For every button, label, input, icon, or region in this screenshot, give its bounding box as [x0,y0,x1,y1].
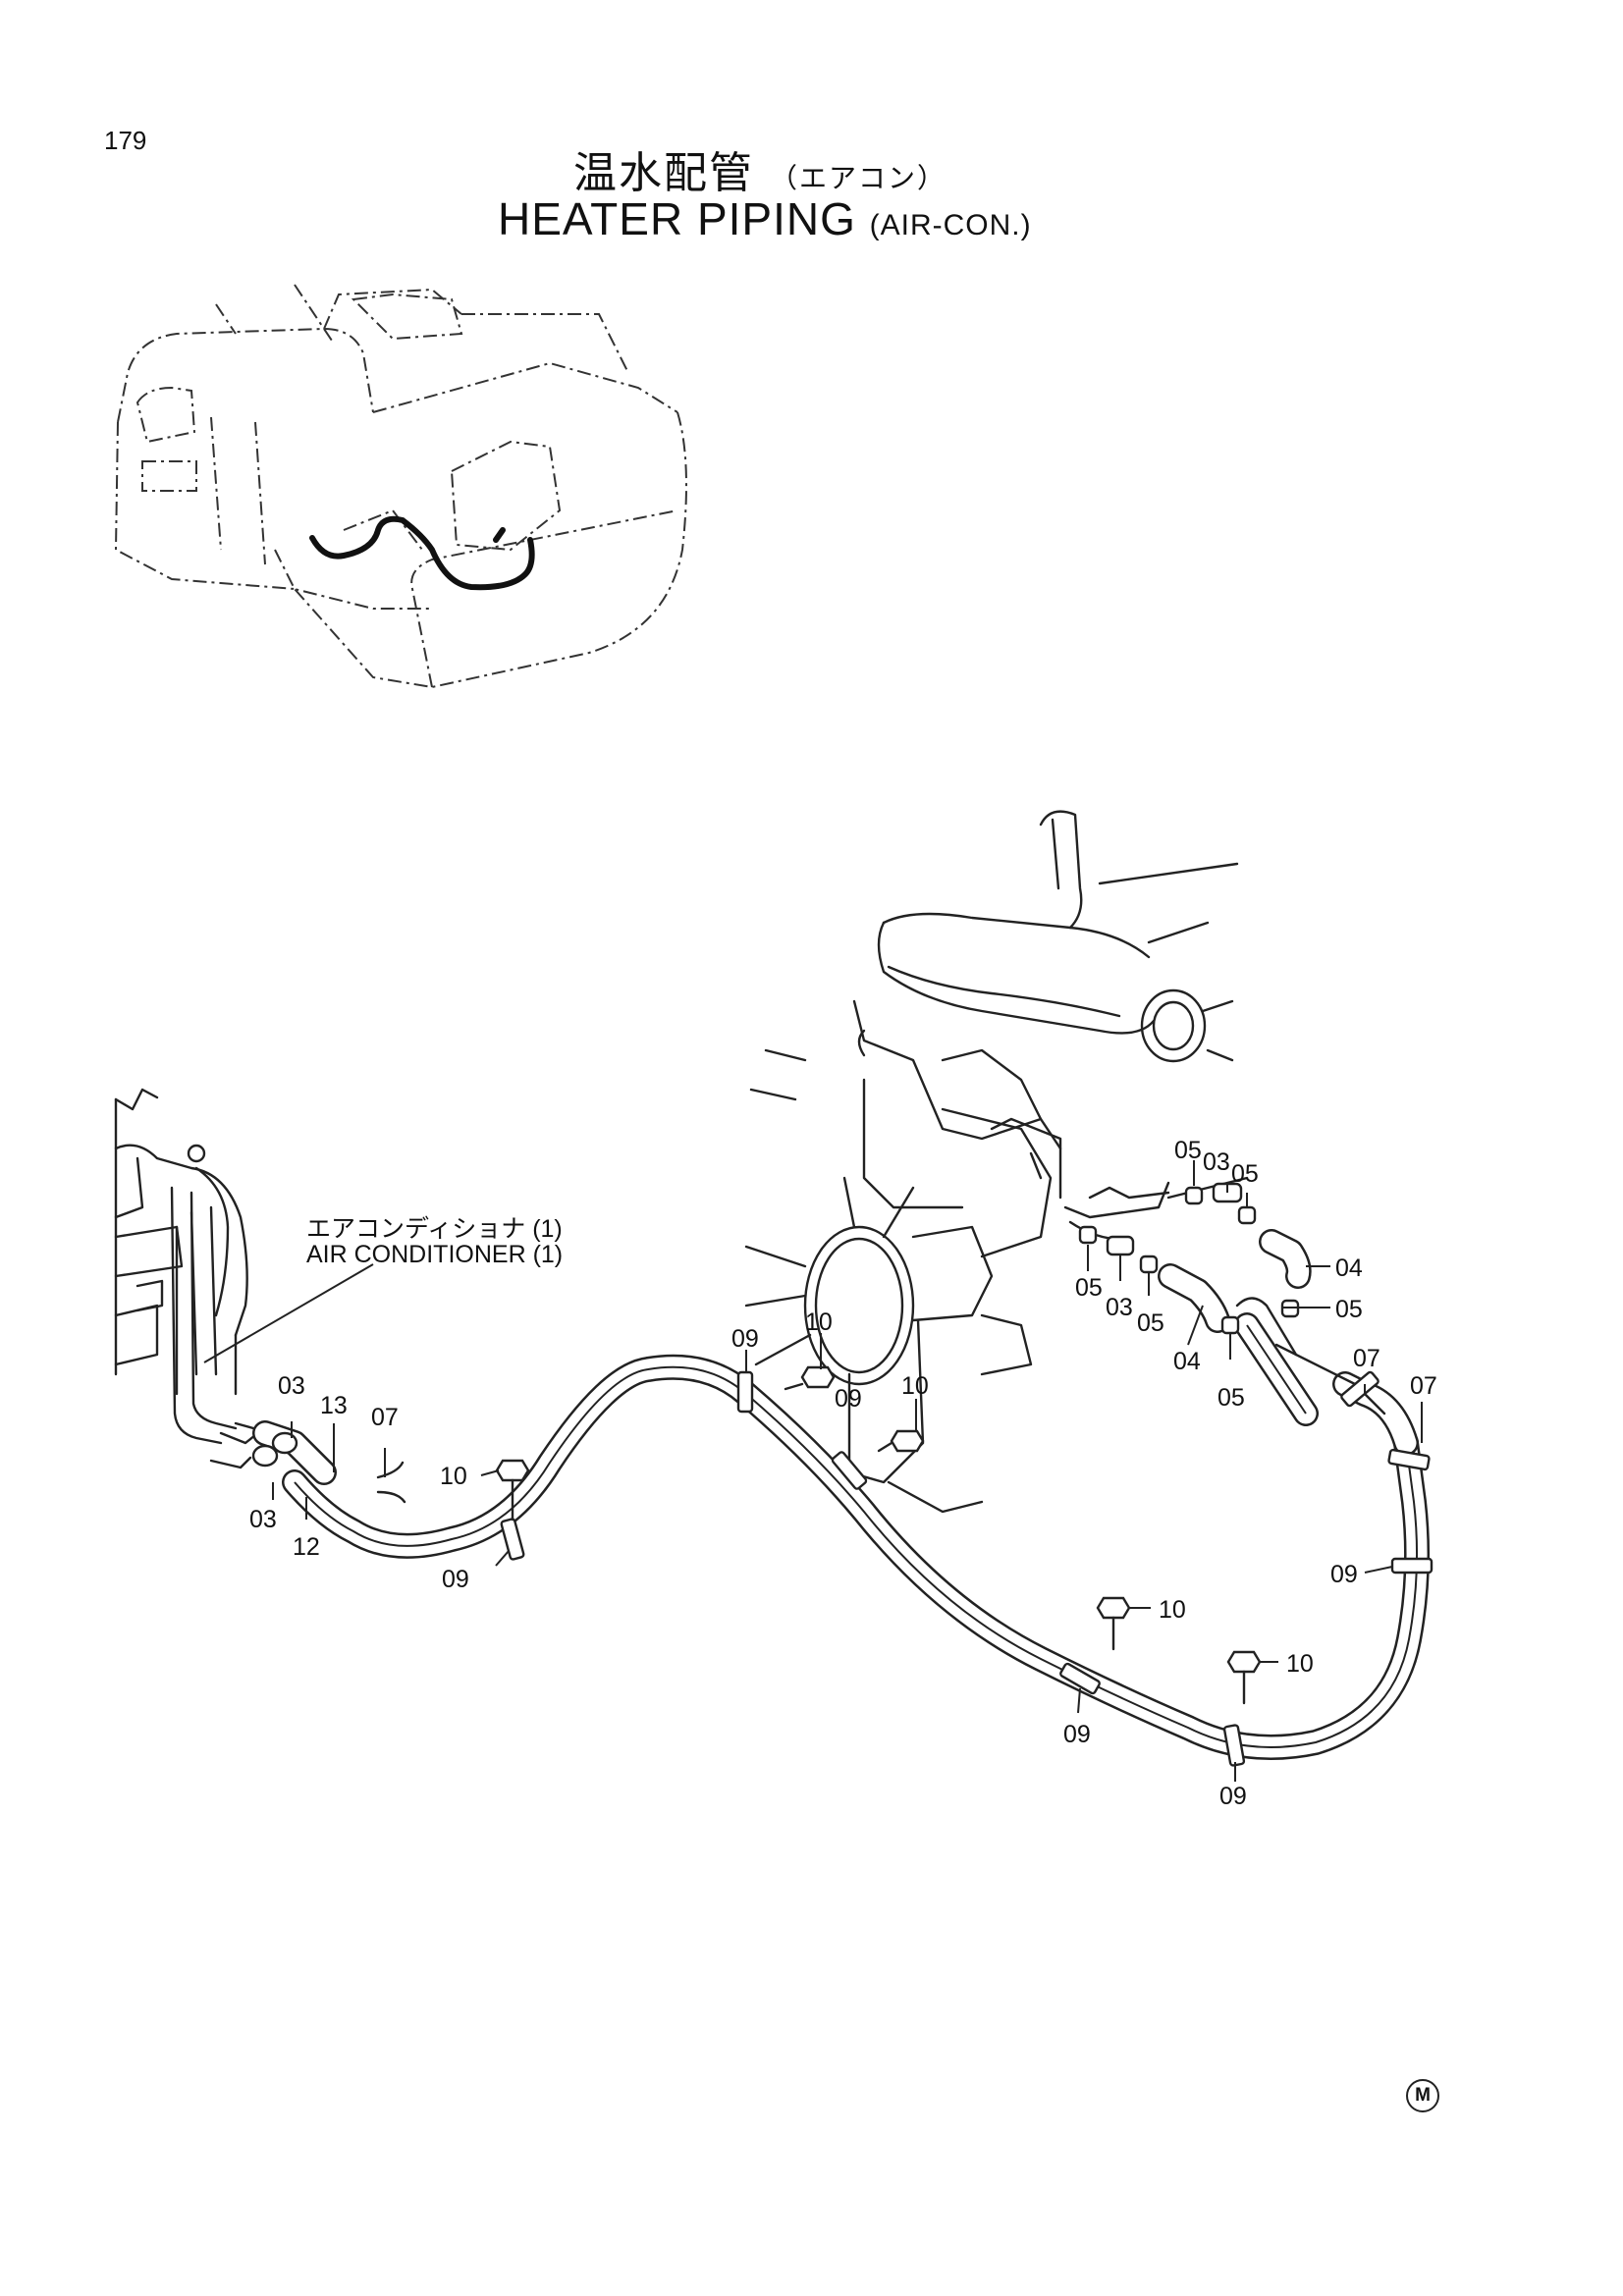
label-part-13: 13 [320,1392,348,1419]
heater-hose-route [251,1182,1434,1767]
label-part-09-d: 09 [1063,1721,1091,1748]
label-part-05-d: 05 [1137,1309,1164,1337]
title-jp-sub: （エアコン） [770,162,947,194]
bolt-10-b [784,1365,836,1391]
title-jp-main: 温水配管 [573,148,754,198]
label-part-09-c: 09 [835,1385,862,1413]
label-part-03-b: 03 [249,1506,277,1533]
label-part-03-d: 03 [1106,1294,1133,1321]
title-en-sub: (AIR-CON.) [869,209,1032,241]
label-part-09-f: 09 [1330,1561,1358,1588]
label-part-07-c: 07 [1410,1372,1437,1400]
excavator-overview-illustration [114,284,687,689]
label-part-05-c: 05 [1075,1274,1103,1302]
label-part-05-e: 05 [1335,1296,1363,1323]
part-number-labels: 03 13 07 03 12 10 09 09 10 09 10 10 09 1… [249,1137,1437,1810]
page-title-japanese: 温水配管 （エアコン） [573,137,947,200]
label-part-10-e: 10 [1286,1650,1314,1678]
callout-air-conditioner-en: AIR CONDITIONER (1) [306,1241,564,1268]
label-part-09-a: 09 [442,1566,469,1593]
label-part-09-e: 09 [1219,1783,1247,1810]
label-part-05-a: 05 [1174,1137,1202,1164]
bolt-10-d [1096,1596,1131,1651]
label-part-09-b: 09 [731,1325,759,1353]
label-part-07-a: 07 [371,1404,399,1431]
engine-illustration [744,810,1249,1514]
air-conditioner-unit-illustration [114,1088,374,1469]
page-number: 179 [104,126,147,155]
bolt-10-c [877,1429,925,1453]
label-part-10-a: 10 [440,1463,467,1490]
page-title-english: HEATER PIPING (AIR-CON.) [498,192,1032,245]
label-part-04-b: 04 [1173,1348,1201,1375]
label-part-04-a: 04 [1335,1255,1363,1282]
label-part-10-b: 10 [805,1308,833,1336]
label-part-10-c: 10 [901,1372,929,1400]
label-part-05-b: 05 [1231,1160,1259,1188]
title-en-main: HEATER PIPING [498,193,856,244]
callout-air-conditioner-jp: エアコンディショナ (1) [306,1215,563,1243]
label-part-05-f: 05 [1217,1384,1245,1412]
label-part-03-a: 03 [278,1372,305,1400]
leader-lines [272,1160,1423,1782]
label-part-03-c: 03 [1203,1148,1230,1176]
label-part-10-d: 10 [1159,1596,1186,1624]
label-part-12: 12 [293,1533,320,1561]
bolt-10-e [1226,1650,1262,1705]
label-part-07-b: 07 [1353,1345,1380,1372]
maker-mark-icon: M [1406,2079,1439,2112]
